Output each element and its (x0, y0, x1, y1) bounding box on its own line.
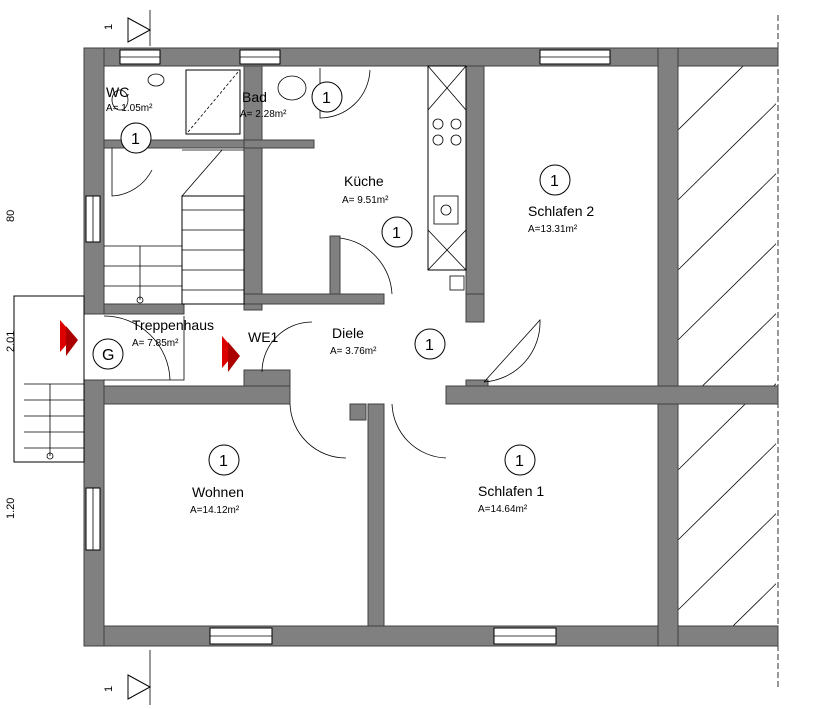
room-area: A= 1.05m² (106, 103, 153, 114)
room-area: A= 7.85m² (132, 338, 179, 349)
walls (83, 47, 779, 647)
room-name: Wohnen (192, 484, 244, 500)
room-diele: Diele A= 3.76m² 1 (330, 325, 446, 360)
kitchen-counter (427, 65, 467, 291)
arrow-icon (66, 326, 78, 356)
room-schlafen-2: 1 Schlafen 2 A=13.31m² (528, 164, 594, 235)
section-marker-bottom: 1 (103, 650, 152, 705)
balcony-hatch (678, 66, 776, 626)
bathroom-fixtures (111, 69, 307, 135)
room-treppenhaus: Treppenhaus A= 7.85m² G (92, 317, 214, 370)
room-area: A=14.64m² (478, 504, 528, 515)
section-marker-top-label: 1 (103, 24, 115, 30)
entrance-label: WE1 (248, 329, 279, 345)
room-name: Küche (344, 173, 384, 189)
room-name: Treppenhaus (132, 317, 214, 333)
room-area: A= 2.28m² (240, 109, 287, 120)
room-name: Schlafen 1 (478, 483, 544, 499)
room-name: Diele (332, 325, 364, 341)
dimension-label-80: 80 (5, 210, 17, 222)
unit-badge: 1 (131, 131, 140, 148)
staircase (13, 149, 245, 463)
section-marker-bottom-label: 1 (103, 686, 115, 692)
entrance-arrows (60, 320, 240, 372)
room-kueche: Küche A= 9.51m² 1 (342, 173, 413, 248)
room-area: A=13.31m² (528, 224, 578, 235)
room-area: A=14.12m² (190, 505, 240, 516)
room-bad: Bad A= 2.28m² 1 (240, 81, 343, 120)
room-name: Bad (242, 89, 267, 105)
unit-badge: G (102, 347, 114, 364)
doors (103, 68, 541, 459)
room-area: A= 9.51m² (342, 195, 389, 206)
windows (85, 49, 611, 645)
unit-badge: 1 (425, 337, 434, 354)
room-schlafen-1: 1 Schlafen 1 A=14.64m² (478, 444, 544, 515)
arrow-icon (228, 342, 240, 372)
dimension-label-120: 1.20 (5, 498, 17, 519)
unit-badge: 1 (515, 453, 524, 470)
room-area: A= 3.76m² (330, 346, 377, 357)
room-name: Schlafen 2 (528, 203, 594, 219)
unit-badge: 1 (219, 453, 228, 470)
room-wohnen: 1 Wohnen A=14.12m² (190, 444, 244, 516)
section-marker-top: 1 (103, 10, 152, 46)
room-wc: WC A= 1.05m² 1 (106, 84, 153, 154)
unit-badge: 1 (392, 225, 401, 242)
room-name: WC (106, 84, 129, 100)
unit-badge: 1 (322, 90, 331, 107)
unit-badge: 1 (550, 173, 559, 190)
